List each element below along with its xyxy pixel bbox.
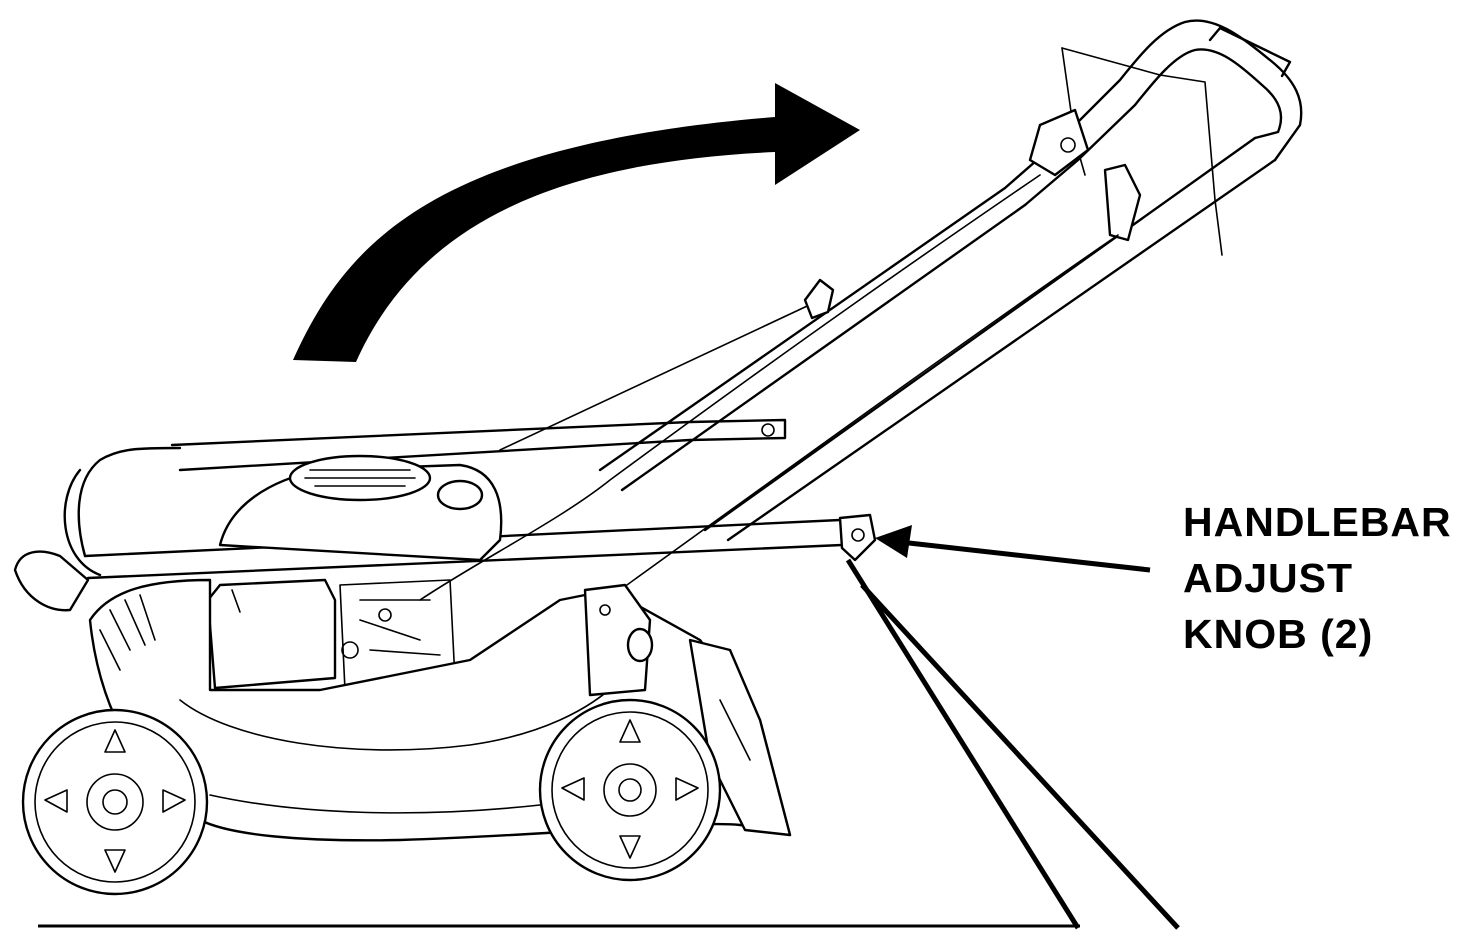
engine (206, 454, 503, 691)
front-wheel (538, 698, 722, 882)
callout-line-1: HANDLEBAR (1183, 499, 1452, 545)
leader-line-right (860, 583, 1180, 930)
handlebar-adjust-knob-label: HANDLEBAR ADJUST KNOB (2) (1183, 494, 1452, 662)
callout-line-2: ADJUST (1183, 555, 1354, 601)
curved-arrow-icon (293, 83, 860, 362)
arrow-icon (899, 539, 1151, 573)
leader-line-left (845, 558, 1081, 930)
arrow-head (875, 525, 912, 558)
callout-line-3: KNOB (2) (1183, 611, 1374, 657)
handlebar (170, 19, 1303, 601)
rear-wheel (21, 708, 209, 896)
